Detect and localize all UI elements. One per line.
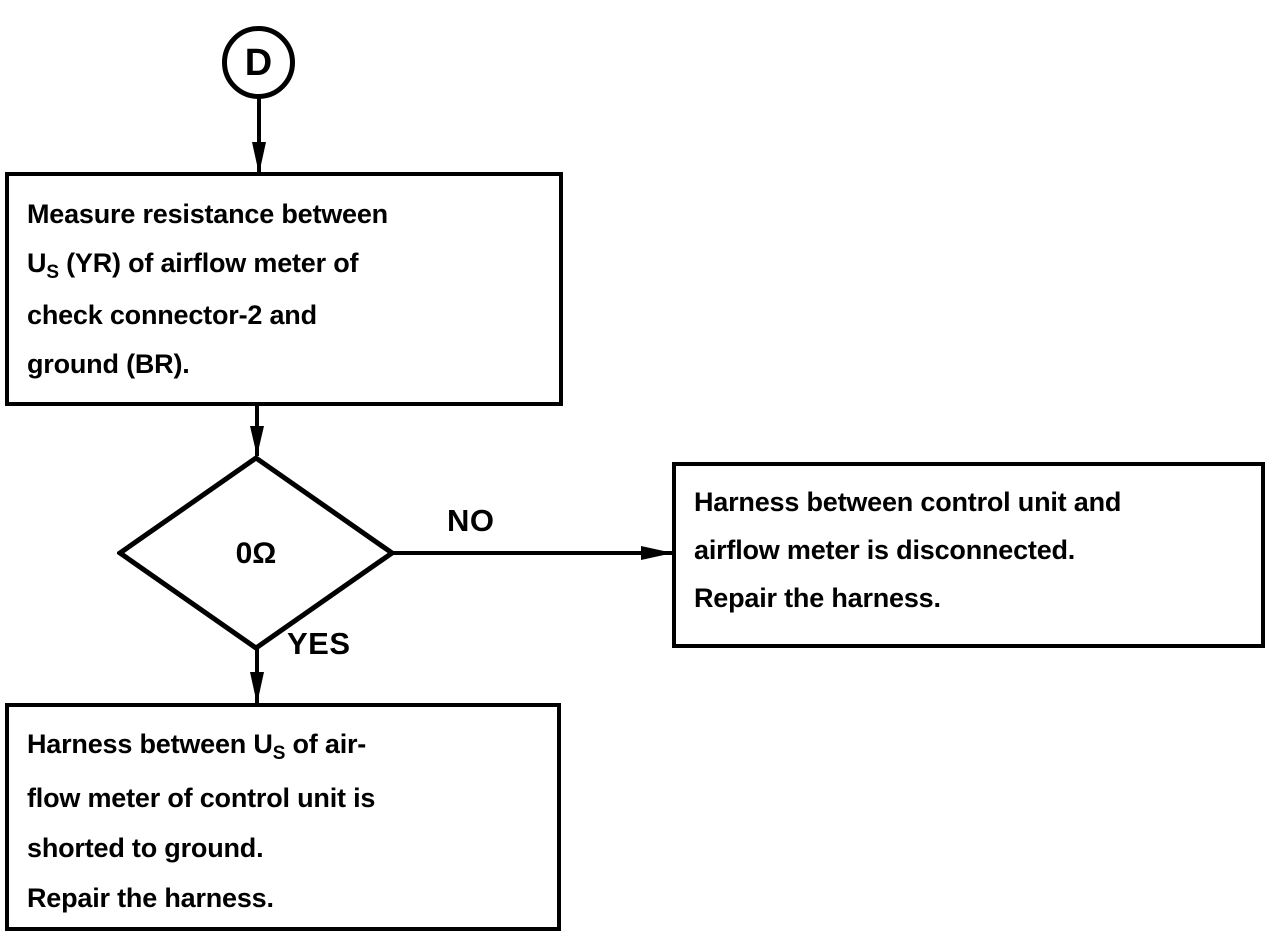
edge-decision-yes <box>248 648 266 706</box>
edge-label-no: NO <box>447 503 495 538</box>
process-box-harness-shorted-text: Harness between US of air-flow meter of … <box>27 729 376 913</box>
connector-node-d: D <box>222 26 295 99</box>
edge-measure-to-decision <box>248 404 266 458</box>
decision-node-label: 0Ω <box>235 537 277 570</box>
edge-connector-to-measure <box>250 96 268 176</box>
edge-decision-no <box>393 544 675 562</box>
connector-label: D <box>244 41 273 84</box>
edge-label-yes: YES <box>287 626 351 661</box>
decision-node-zero-ohm: 0Ω <box>117 455 395 651</box>
process-box-harness-shorted: Harness between US of air-flow meter of … <box>5 703 561 931</box>
